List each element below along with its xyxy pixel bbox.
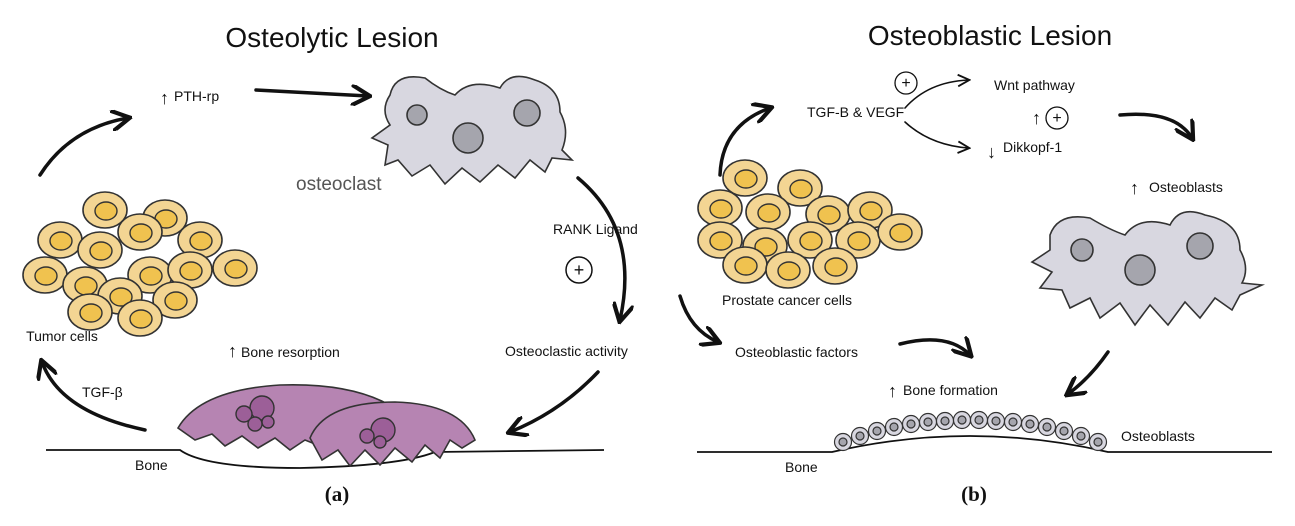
- arrow-prostate-to-tgf: [718, 108, 770, 177]
- osteoblasts-up-label: Osteoblasts: [1149, 179, 1223, 195]
- osteolytic-title: Osteolytic Lesion: [225, 22, 438, 53]
- bone-resorption-label: Bone resorption: [241, 344, 340, 360]
- tumor-cells-cluster: [22, 191, 258, 337]
- dikkopf-down-arrow: ↓: [987, 142, 996, 162]
- bone-formation-up-arrow: ↑: [888, 381, 897, 401]
- osteoclast-label: osteoclast: [296, 174, 382, 195]
- arrow-to-wnt: [904, 80, 968, 109]
- tgf-vegf-label: TGF-B & VEGF: [807, 104, 904, 120]
- arrow-to-dikkopf: [904, 121, 968, 148]
- osteoblastic-title: Osteoblastic Lesion: [868, 20, 1112, 51]
- plus-circle-top: [894, 71, 918, 95]
- plus-sign-mid: +: [1052, 110, 1061, 127]
- osteoclast-cell: [370, 75, 575, 186]
- plus-circle-mid: [1045, 106, 1069, 130]
- osteoblast-cells: [1030, 210, 1266, 327]
- pthrp-up-arrow: ↑: [160, 88, 169, 108]
- plus-sign-top: +: [901, 75, 910, 92]
- panel-label-b: (b): [961, 482, 987, 506]
- arrow-pthrp-to-osteoclast: [254, 90, 368, 96]
- osteoblasts-bottom-label: Osteoblasts: [1121, 428, 1195, 444]
- resorption-up-arrow: ↑: [228, 341, 237, 361]
- osteoblasts-up-arrow: ↑: [1130, 178, 1139, 198]
- osteoblastic-factors-label: Osteoblastic factors: [735, 344, 858, 360]
- wnt-up-arrow: ↑: [1032, 108, 1041, 128]
- resorbing-osteoclasts: [176, 383, 477, 468]
- arrow-activity-to-bone: [510, 370, 600, 432]
- bone-label-a: Bone: [135, 457, 168, 473]
- bone-line-b: [697, 435, 1272, 453]
- bone-formation-label: Bone formation: [903, 382, 998, 398]
- arrow-tgf-beta: [42, 362, 147, 432]
- arrow-tumor-to-pthrp: [38, 118, 128, 177]
- dikkopf-label: Dikkopf-1: [1003, 139, 1062, 155]
- prostate-cells-label: Prostate cancer cells: [722, 292, 852, 308]
- arrow-osteoblasts-to-bone: [1068, 350, 1110, 394]
- arrow-osteoclast-to-activity: [576, 176, 625, 320]
- arrow-wnt-to-osteoblasts: [1118, 112, 1192, 138]
- plus-sign-rank: +: [574, 260, 585, 280]
- plus-circle-rank: [565, 256, 593, 284]
- osteoclastic-activity-label: Osteoclastic activity: [505, 343, 628, 359]
- osteoblast-lining-cells: [833, 410, 1108, 452]
- prostate-cells-cluster: [697, 159, 923, 289]
- arrow-factors-to-bone: [898, 340, 970, 355]
- bone-label-b: Bone: [785, 459, 818, 475]
- pthrp-label: PTH-rp: [174, 88, 219, 104]
- panel-label-a: (a): [325, 482, 350, 506]
- wnt-label: Wnt pathway: [994, 77, 1075, 93]
- tgf-beta-label: TGF-β: [82, 384, 123, 400]
- tumor-cells-label: Tumor cells: [26, 328, 98, 344]
- arrow-to-osteoblastic-factors: [678, 294, 718, 342]
- rank-ligand-label: RANK Ligand: [553, 221, 638, 237]
